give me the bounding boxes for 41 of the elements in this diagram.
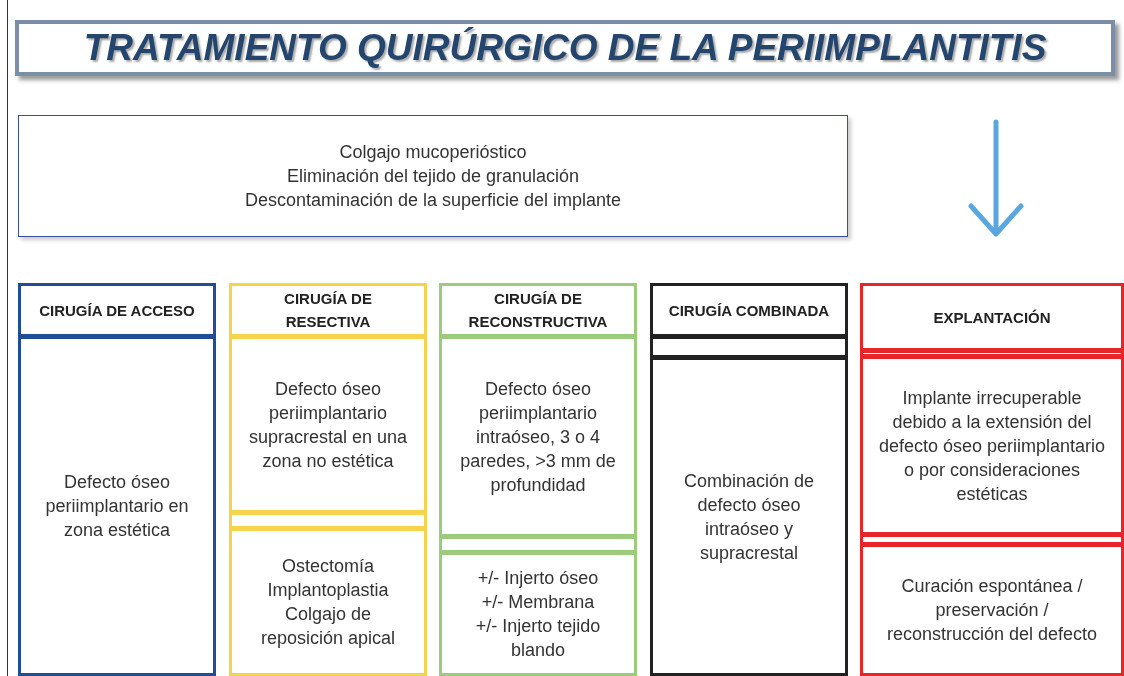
description-box — [860, 356, 1124, 535]
info-box — [18, 115, 848, 237]
info-line: Colgajo mucoperióstico — [338, 141, 528, 164]
column-header — [860, 283, 1124, 351]
column-header — [229, 283, 427, 337]
separator-bar — [650, 336, 848, 358]
cell-text: +/- Membrana — [480, 591, 596, 614]
column-header — [18, 283, 216, 337]
separator-bar — [860, 350, 1124, 357]
cell-text: Defecto óseo periimplantario intraóseo, 3 o 4 paredes, >3 mm de profundidad — [459, 377, 617, 497]
column-heading: CIRUGÍA COMBINADA — [667, 300, 831, 321]
column-header — [650, 283, 848, 337]
cell-text: +/- Injerto óseo — [476, 567, 600, 590]
separator-bar — [860, 534, 1124, 545]
cell-text: Implantoplastia — [266, 579, 390, 602]
cell-text: Defecto óseo periimplantario en zona estética — [44, 471, 190, 542]
cell-text: +/- Injerto tejido blando — [474, 615, 602, 662]
separator-bar — [229, 512, 427, 529]
info-line: Descontaminación de la superficie del implante — [243, 189, 623, 212]
cell-text: Ostectomía — [281, 555, 375, 578]
description-box — [439, 336, 637, 537]
description-box — [650, 357, 848, 676]
cell-text: Defecto óseo periimplantario supracrestal en una zona no estética — [247, 377, 409, 473]
info-line: Eliminación del tejido de granulación — [285, 165, 581, 188]
title-text: TRATAMIENTO QUIRÚRGICO DE LA PERIIMPLANTITIS — [83, 27, 1047, 69]
description-box — [860, 544, 1124, 676]
procedure-box — [229, 528, 427, 676]
description-box — [18, 336, 216, 676]
cell-text: Implante irrecuperable debido a la extensión del defecto óseo periimplantario o por consideraciones estéticas — [877, 386, 1107, 506]
description-box — [229, 336, 427, 513]
column-heading: CIRUGÍA DE RECONSTRUCTIVA — [467, 289, 609, 332]
column-heading: EXPLANTACIÓN — [932, 307, 1052, 328]
title-banner — [15, 20, 1115, 76]
cell-text: Colgajo de reposición apical — [259, 603, 397, 650]
column-header — [439, 283, 637, 337]
cell-text: Combinación de defecto óseo intraóseo y supracrestal — [682, 469, 816, 565]
column-heading: CIRUGÍA DE ACCESO — [38, 300, 196, 321]
column-heading: CIRUGÍA DE RESECTIVA — [283, 289, 373, 332]
cell-text: Curación espontánea / preservación / reconstrucción del defecto — [885, 575, 1099, 646]
procedure-box — [439, 552, 637, 676]
separator-bar — [439, 536, 637, 553]
